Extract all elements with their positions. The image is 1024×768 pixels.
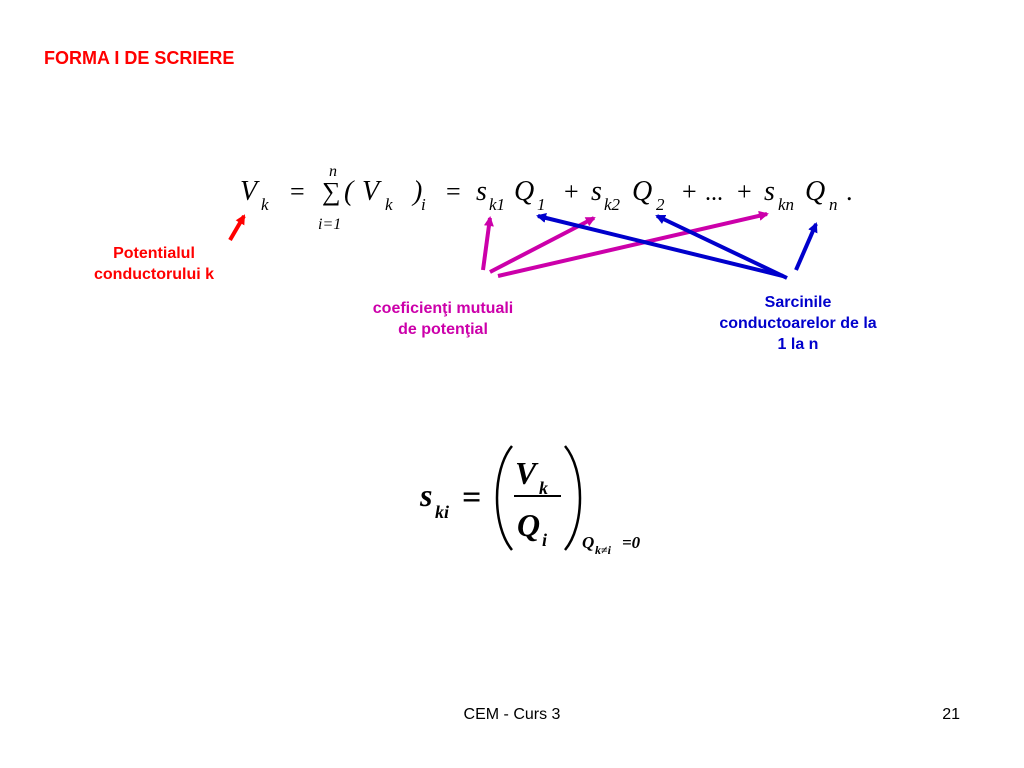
arrow-coef-n [497, 210, 769, 278]
charges-label-line1: Sarcinile [764, 294, 832, 311]
potential-label: Potentialul conductorului k [74, 243, 234, 285]
coefficients-label-line1: coeficienţi mutuali [372, 300, 514, 317]
eq2-s: s [419, 477, 432, 513]
eq1-sn: s [764, 176, 775, 207]
eq1-rparen: ) [411, 176, 422, 207]
eq1-Q2-sub: 2 [656, 195, 665, 214]
eq1-period: . [846, 177, 853, 206]
charges-label-line3: 1 la n [777, 336, 819, 353]
eq1-dots: ... [705, 180, 723, 206]
arrow-charge-n [794, 222, 818, 271]
eq1-sum-lower: i=1 [318, 216, 341, 233]
arrow-coef-1 [481, 216, 494, 271]
eq1-Q2: Q [632, 176, 652, 207]
eq1-V-sub-k: k [261, 195, 269, 214]
eq2-denominator-sub: i [542, 530, 547, 550]
eq1-V: V [240, 176, 260, 207]
eq2-numerator-sub: k [539, 478, 548, 498]
eq1-plus-1: + [564, 177, 579, 206]
slide-title: FORMA I DE SCRIERE [44, 48, 235, 68]
eq2-left-bracket [495, 445, 513, 551]
eq1-s2: s [591, 176, 602, 207]
arrow-charge-1 [536, 213, 784, 278]
page-number: 21 [942, 706, 960, 723]
eq1-equals-2: = [446, 177, 461, 206]
eq1-lparen: ( [344, 176, 355, 207]
charges-label-line2: conductoarelor de la [719, 315, 877, 332]
eq1-s1-sub: k1 [489, 195, 505, 214]
eq2-denominator-Q: Q [517, 507, 540, 543]
potential-label-line2: conductorului k [94, 266, 214, 283]
potential-label-line1: Potentialul [113, 245, 195, 262]
equation-1: V k = n ∑ i=1 ( V k ) i = s k1 Q 1 + s k… [240, 163, 853, 233]
eq1-plus-3: + [737, 177, 752, 206]
eq1-s2-sub: k2 [604, 195, 621, 214]
eq2-numerator-V: V [515, 455, 539, 491]
eq1-s1: s [476, 176, 487, 207]
footer-course: CEM - Curs 3 [463, 706, 561, 723]
eq1-equals-1: = [290, 177, 305, 206]
eq1-sn-sub: kn [778, 195, 794, 214]
arrow-charge-2 [655, 214, 788, 280]
eq1-Qn-sub: n [829, 195, 838, 214]
eq2-cond-eq: =0 [622, 533, 641, 552]
eq1-rparen-sub-i: i [421, 195, 426, 214]
eq1-sum-symbol: ∑ [322, 177, 341, 206]
equation-2: s ki = V k Q i Q k≠i =0 [419, 445, 641, 557]
eq2-equals: = [462, 479, 481, 516]
eq2-cond-Q: Q [582, 533, 594, 552]
eq2-s-sub: ki [435, 502, 449, 522]
eq2-right-bracket [564, 445, 582, 551]
eq1-V2-sub-k: k [385, 195, 393, 214]
charges-label: Sarcinile conductoarelor de la 1 la n [694, 292, 902, 355]
eq1-V2: V [362, 176, 382, 207]
eq2-cond-sub: k≠i [595, 543, 612, 557]
coefficients-label-line2: de potenţial [398, 321, 488, 338]
eq1-plus-2: + [682, 177, 697, 206]
eq1-Q1-sub: 1 [537, 195, 546, 214]
eq1-Q1: Q [514, 176, 534, 207]
arrow-potential [228, 214, 246, 242]
eq1-Qn: Q [805, 176, 825, 207]
eq1-sum-upper: n [329, 163, 337, 180]
coefficients-label: coeficienţi mutuali de potenţial [348, 298, 538, 340]
